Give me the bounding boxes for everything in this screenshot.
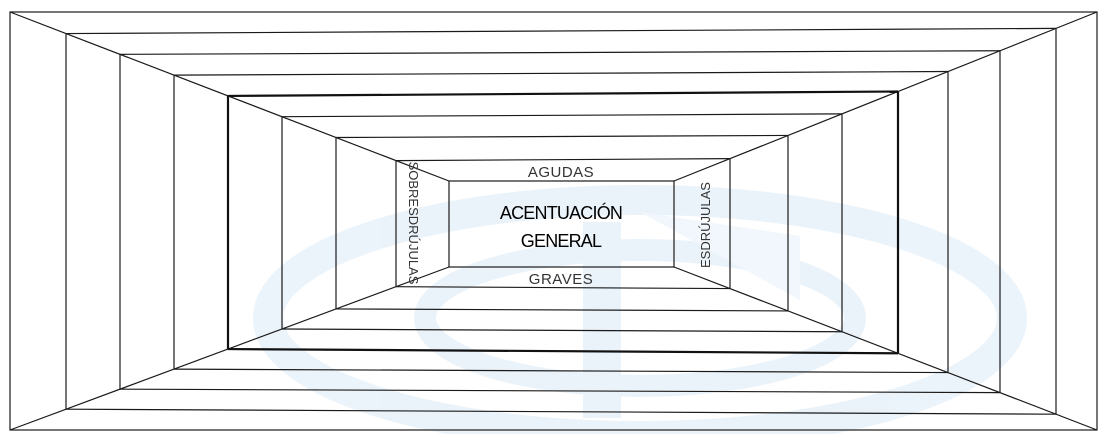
frame-top-edge (173, 70, 949, 76)
label-agudas: AGUDAS (528, 164, 594, 181)
frame-bottom-edge (119, 388, 1001, 394)
outer-frame (9, 11, 1098, 431)
frame-bottom-edge (227, 347, 899, 355)
frame-top-edge (281, 113, 843, 118)
frame-bottom-edge (173, 368, 949, 374)
frame-bottom-edge (395, 286, 731, 290)
frame-top-edge (119, 50, 1001, 55)
frame-top-edge (335, 134, 789, 139)
watermark-logo (253, 185, 1027, 434)
frame-top-edge (395, 158, 731, 162)
center-title-line1: ACENTUACIÓN (500, 202, 622, 223)
label-esdrujulas: ESDRÚJULAS (698, 182, 713, 268)
tunnel-labels: AGUDAS GRAVES SOBRESDRÚJULAS ESDRÚJULAS … (406, 162, 713, 288)
diagonal-bottom-right (673, 266, 1098, 431)
frame-top-edge (65, 27, 1057, 35)
center-box (448, 180, 675, 268)
frame-bottom-edge (281, 328, 843, 333)
frame-bottom-edge (335, 308, 789, 312)
frame-bottom-edge (65, 408, 1057, 415)
label-graves: GRAVES (529, 271, 593, 288)
label-sobresdrujulas: SOBRESDRÚJULAS (406, 162, 421, 285)
center-title-line2: GENERAL (521, 231, 602, 251)
tunnel-frames (9, 11, 1098, 431)
frame-top-edge (227, 90, 899, 98)
diagonal-top-right (673, 11, 1098, 182)
